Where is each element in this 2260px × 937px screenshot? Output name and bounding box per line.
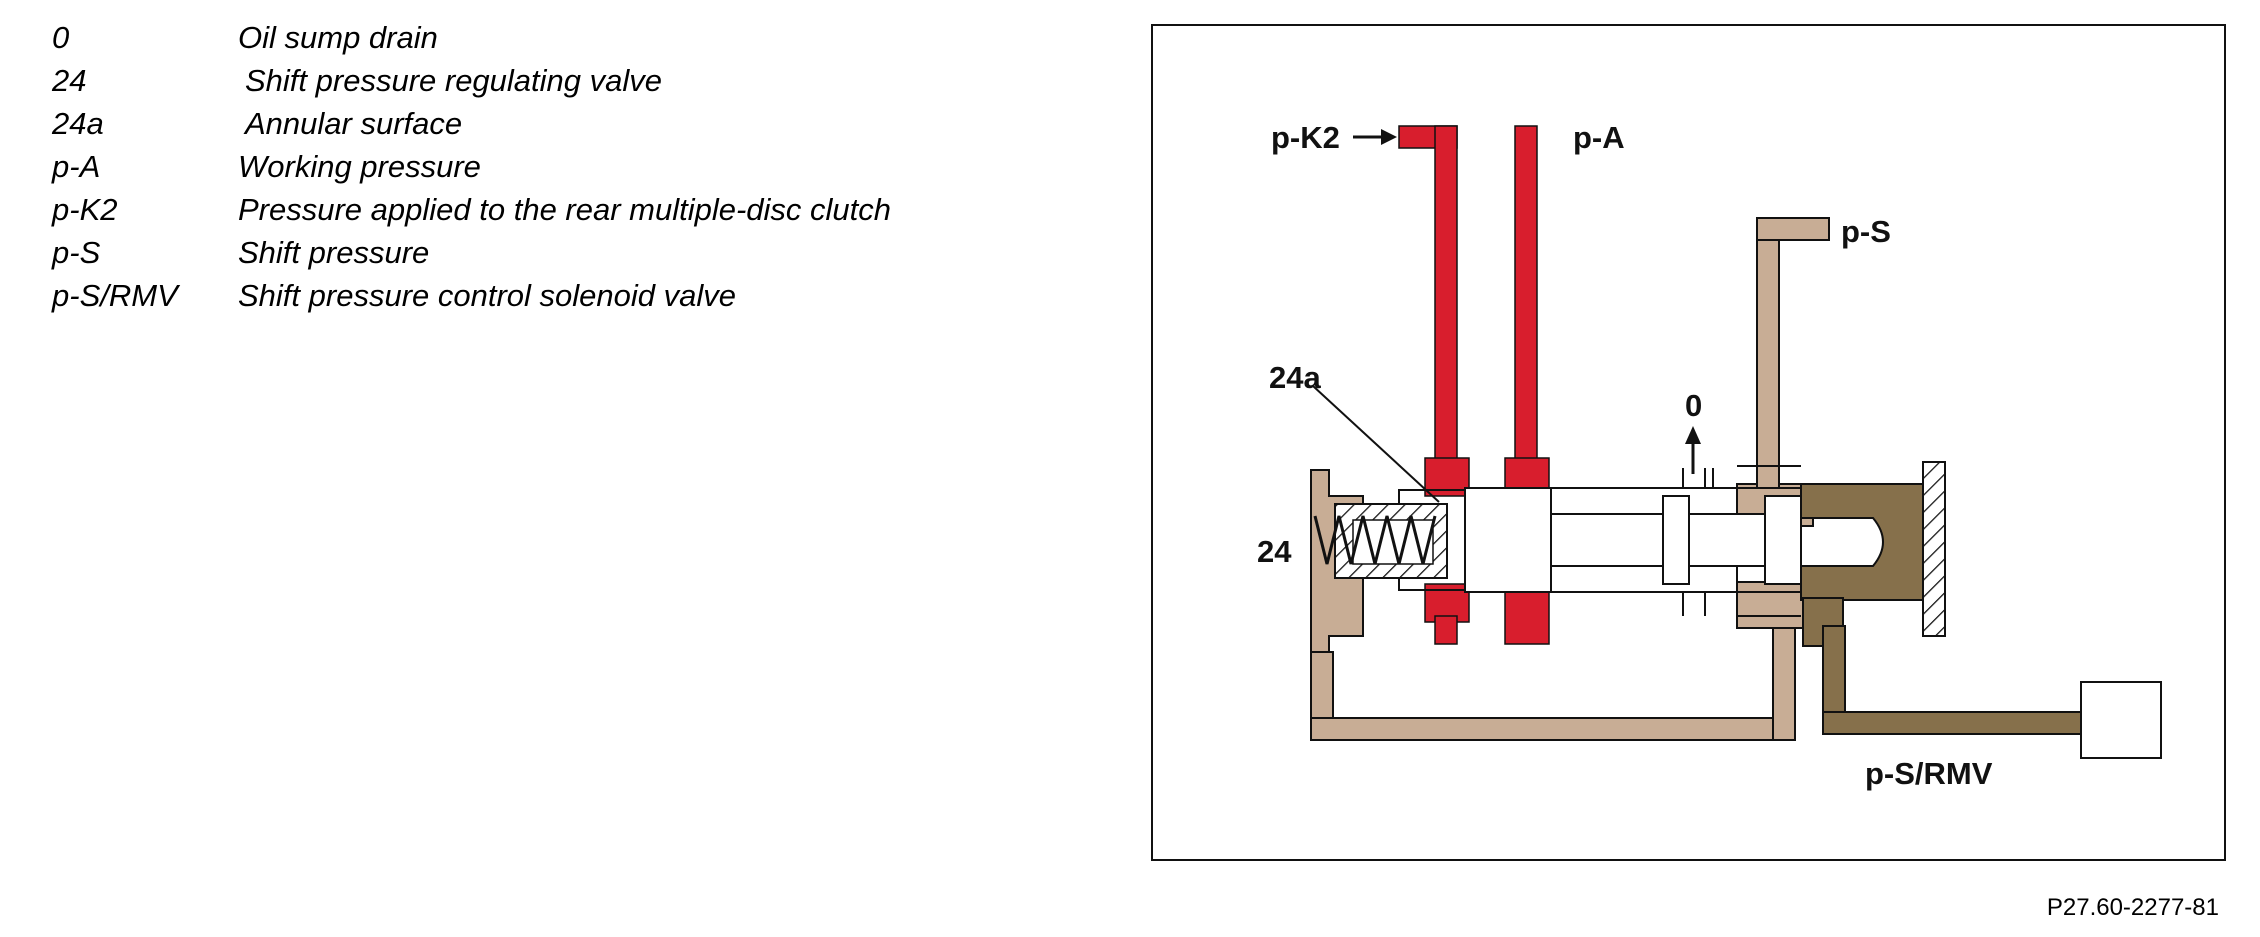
- label-psrmv: p-S/RMV: [1865, 756, 1993, 791]
- spool-land-middle: [1662, 495, 1690, 585]
- label-valve: 24: [1257, 534, 1292, 569]
- spring-coil: [1313, 515, 1437, 565]
- legend-key: p-S: [52, 235, 101, 270]
- spool-land-right: [1764, 495, 1802, 585]
- ps-line-horizontal: [1756, 217, 1830, 241]
- pa-line-vertical: [1514, 125, 1538, 487]
- psrmv-line-horizontal: [1822, 711, 2084, 735]
- drain-arrow: [1685, 426, 1701, 474]
- legend-key: 0: [52, 20, 70, 55]
- legend-description: Shift pressure: [238, 235, 430, 270]
- shift-pressure-passages: [1310, 217, 1830, 741]
- solenoid-valve-box: [2080, 681, 2162, 759]
- legend-description: Shift pressure control solenoid valve: [238, 278, 736, 313]
- legend-description: Oil sump drain: [238, 20, 438, 55]
- solenoid-pressure-passages: [1800, 483, 2084, 735]
- valve-spring: [1313, 503, 1448, 579]
- spool-stem-left: [1550, 513, 1664, 567]
- solenoid-chamber: [1800, 483, 1926, 601]
- working-pressure-passages: [1398, 125, 1550, 645]
- legend-description: Annular surface: [245, 106, 463, 141]
- ps-line-vertical: [1756, 217, 1780, 489]
- legend-key: 24: [52, 63, 87, 98]
- bypass-loop-right: [1772, 627, 1796, 741]
- legend-description: Pressure applied to the rear multiple-di…: [238, 192, 892, 227]
- legend-key: p-S/RMV: [52, 278, 178, 313]
- legend-description: Working pressure: [238, 149, 481, 184]
- legend-key: 24a: [52, 106, 104, 141]
- annular-leader-line: [1312, 385, 1440, 503]
- spool-land-left: [1464, 487, 1552, 593]
- pk2-arrow: [1353, 129, 1397, 145]
- diagram-frame: p-K2 p-A p-S 0 24a 24 p-S/RMV: [1151, 24, 2226, 861]
- figure-reference-code: P27.60-2277-81: [2046, 894, 2219, 921]
- annular-stub-bottom: [1434, 615, 1458, 645]
- legend-key: p-A: [52, 149, 101, 184]
- pa-chamber-bottom: [1504, 583, 1550, 645]
- label-ps: p-S: [1841, 214, 1891, 249]
- end-plate: [1922, 461, 1946, 637]
- label-pa: p-A: [1573, 120, 1625, 155]
- label-annular: 24a: [1269, 360, 1321, 395]
- legend-description: Shift pressure regulating valve: [245, 63, 663, 98]
- valve-spool: [1464, 487, 1802, 593]
- bypass-loop-bottom: [1310, 717, 1796, 741]
- legend-key: p-K2: [52, 192, 118, 227]
- valve-diagram: p-K2 p-A p-S 0 24a 24 p-S/RMV: [1257, 120, 2162, 791]
- spool-stem-right: [1688, 513, 1766, 567]
- label-pk2: p-K2: [1271, 120, 1340, 155]
- label-drain: 0: [1685, 388, 1702, 423]
- pk2-line-vertical: [1434, 125, 1458, 487]
